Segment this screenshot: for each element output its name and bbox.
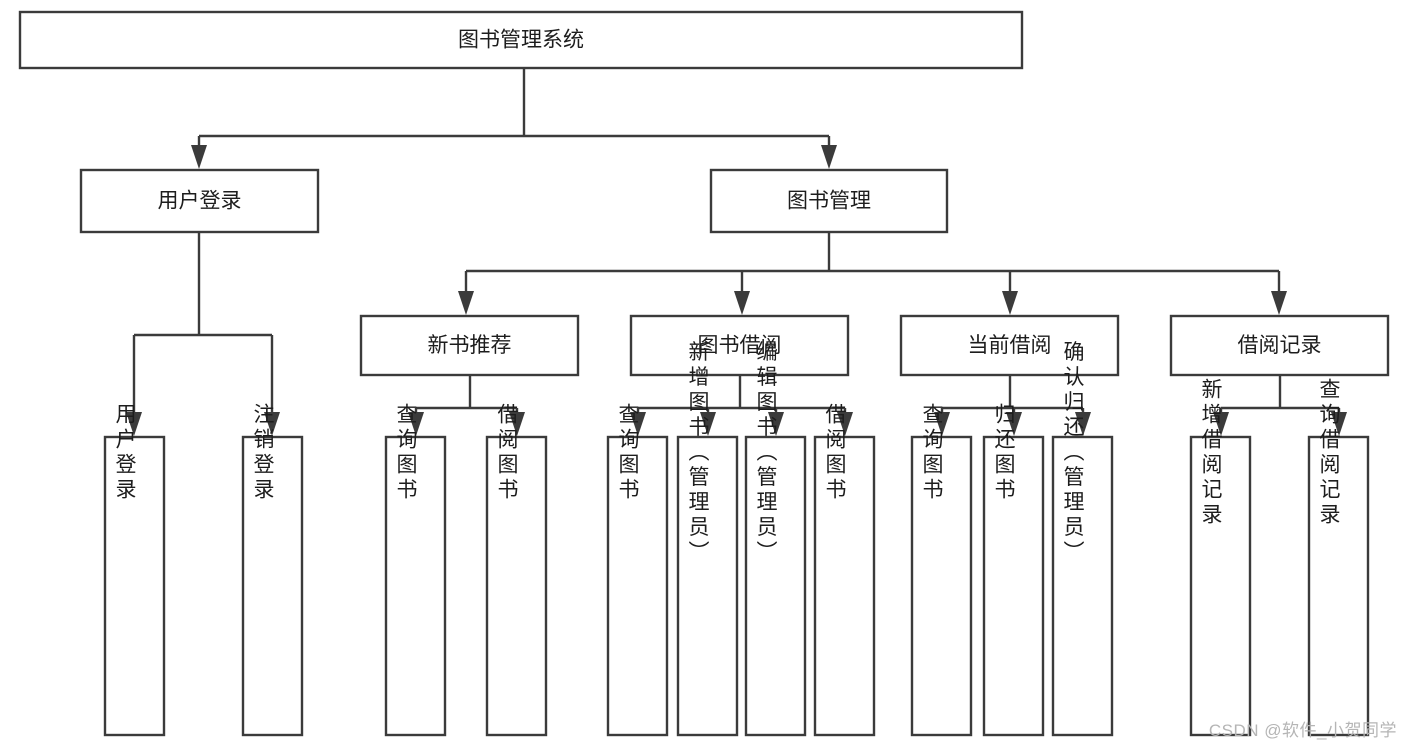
node-box-leaf-add-record[interactable]	[1189, 435, 1252, 737]
arrow-head-icon	[1213, 412, 1229, 436]
arrow-head-icon	[734, 291, 750, 315]
node-label-leaf-query-record: 查询借阅记录	[1317, 378, 1341, 528]
node-leaf-borrow-book-2[interactable]: 借阅图书	[813, 403, 876, 737]
node-box-leaf-confirm-return[interactable]	[1051, 435, 1114, 737]
node-label-leaf-query-book-1: 查询图书	[394, 403, 418, 503]
node-label-leaf-query-book-2: 查询图书	[616, 403, 640, 503]
node-box-leaf-borrow-book-2[interactable]	[813, 435, 876, 737]
node-label-leaf-add-book: 新增图书（管理员）	[686, 341, 710, 566]
node-box-leaf-query-record[interactable]	[1307, 435, 1370, 737]
node-leaf-edit-book[interactable]: 编辑图书（管理员）	[744, 341, 807, 737]
node-leaf-add-record[interactable]: 新增借阅记录	[1189, 378, 1252, 737]
arrow-head-icon	[1002, 291, 1018, 315]
node-user-login[interactable]: 用户登录	[79, 168, 320, 234]
node-box-user-login[interactable]	[79, 168, 320, 234]
arrow-head-icon	[630, 412, 646, 436]
arrow-head-icon	[264, 412, 280, 436]
arrow-head-icon	[458, 291, 474, 315]
arrow-head-icon	[509, 412, 525, 436]
node-box-book-management[interactable]	[709, 168, 949, 234]
node-box-leaf-query-book-2[interactable]	[606, 435, 669, 737]
node-box-leaf-return-book[interactable]	[982, 435, 1045, 737]
node-box-current-borrow[interactable]	[899, 314, 1120, 377]
node-box-leaf-query-book-3[interactable]	[910, 435, 973, 737]
node-box-book-borrow[interactable]	[629, 314, 850, 377]
node-leaf-user-login[interactable]: 用户登录	[103, 403, 166, 737]
node-label-leaf-query-book-3: 查询图书	[920, 403, 944, 503]
node-leaf-query-book-2[interactable]: 查询图书	[606, 403, 669, 737]
node-leaf-confirm-return[interactable]: 确认归还（管理员）	[1051, 341, 1114, 737]
node-label-leaf-edit-book: 编辑图书（管理员）	[754, 341, 778, 566]
node-label-leaf-logout: 注销登录	[251, 403, 275, 503]
arrow-head-icon	[821, 145, 837, 169]
node-leaf-borrow-book-1[interactable]: 借阅图书	[485, 403, 548, 737]
node-label-leaf-add-record: 新增借阅记录	[1199, 378, 1223, 528]
node-box-borrow-record[interactable]	[1169, 314, 1390, 377]
node-label-leaf-borrow-book-2: 借阅图书	[823, 403, 847, 503]
arrow-head-icon	[408, 412, 424, 436]
node-box-leaf-logout[interactable]	[241, 435, 304, 737]
node-label-current-borrow: 当前借阅	[968, 334, 1052, 357]
node-box-root[interactable]	[18, 10, 1024, 70]
arrow-head-icon	[191, 145, 207, 169]
node-label-book-borrow: 图书借阅	[698, 334, 782, 357]
node-book-borrow[interactable]: 图书借阅	[629, 314, 850, 377]
node-box-leaf-query-book-1[interactable]	[384, 435, 447, 737]
node-leaf-query-record[interactable]: 查询借阅记录	[1307, 378, 1370, 737]
node-leaf-add-book[interactable]: 新增图书（管理员）	[676, 341, 739, 737]
node-layer: 图书管理系统用户登录图书管理新书推荐图书借阅当前借阅借阅记录用户登录注销登录查询…	[18, 10, 1390, 737]
node-root[interactable]: 图书管理系统	[18, 10, 1024, 70]
node-leaf-query-book-3[interactable]: 查询图书	[910, 403, 973, 737]
arrow-head-icon	[1006, 412, 1022, 436]
node-box-leaf-borrow-book-1[interactable]	[485, 435, 548, 737]
node-box-leaf-edit-book[interactable]	[744, 435, 807, 737]
arrow-head-icon	[1075, 412, 1091, 436]
node-leaf-query-book-1[interactable]: 查询图书	[384, 403, 447, 737]
node-label-book-management: 图书管理	[787, 190, 871, 213]
arrow-head-icon	[1331, 412, 1347, 436]
node-label-leaf-user-login: 用户登录	[113, 403, 137, 503]
node-box-leaf-user-login[interactable]	[103, 435, 166, 737]
arrow-head-icon	[700, 412, 716, 436]
node-leaf-return-book[interactable]: 归还图书	[982, 403, 1045, 737]
arrow-head-icon	[934, 412, 950, 436]
node-book-management[interactable]: 图书管理	[709, 168, 949, 234]
node-new-book-recommend[interactable]: 新书推荐	[359, 314, 580, 377]
arrow-head-icon	[837, 412, 853, 436]
connector-layer	[126, 68, 1347, 436]
node-label-leaf-borrow-book-1: 借阅图书	[495, 403, 519, 503]
node-box-new-book-recommend[interactable]	[359, 314, 580, 377]
node-label-leaf-return-book: 归还图书	[992, 403, 1016, 503]
node-current-borrow[interactable]: 当前借阅	[899, 314, 1120, 377]
node-label-root: 图书管理系统	[458, 29, 584, 52]
node-label-borrow-record: 借阅记录	[1238, 334, 1322, 357]
node-box-leaf-add-book[interactable]	[676, 435, 739, 737]
arrow-head-icon	[126, 412, 142, 436]
node-borrow-record[interactable]: 借阅记录	[1169, 314, 1390, 377]
node-leaf-logout[interactable]: 注销登录	[241, 403, 304, 737]
node-label-user-login: 用户登录	[158, 190, 242, 213]
arrow-head-icon	[768, 412, 784, 436]
node-label-new-book-recommend: 新书推荐	[428, 334, 512, 357]
arrow-head-icon	[1271, 291, 1287, 315]
node-label-leaf-confirm-return: 确认归还（管理员）	[1061, 341, 1085, 566]
